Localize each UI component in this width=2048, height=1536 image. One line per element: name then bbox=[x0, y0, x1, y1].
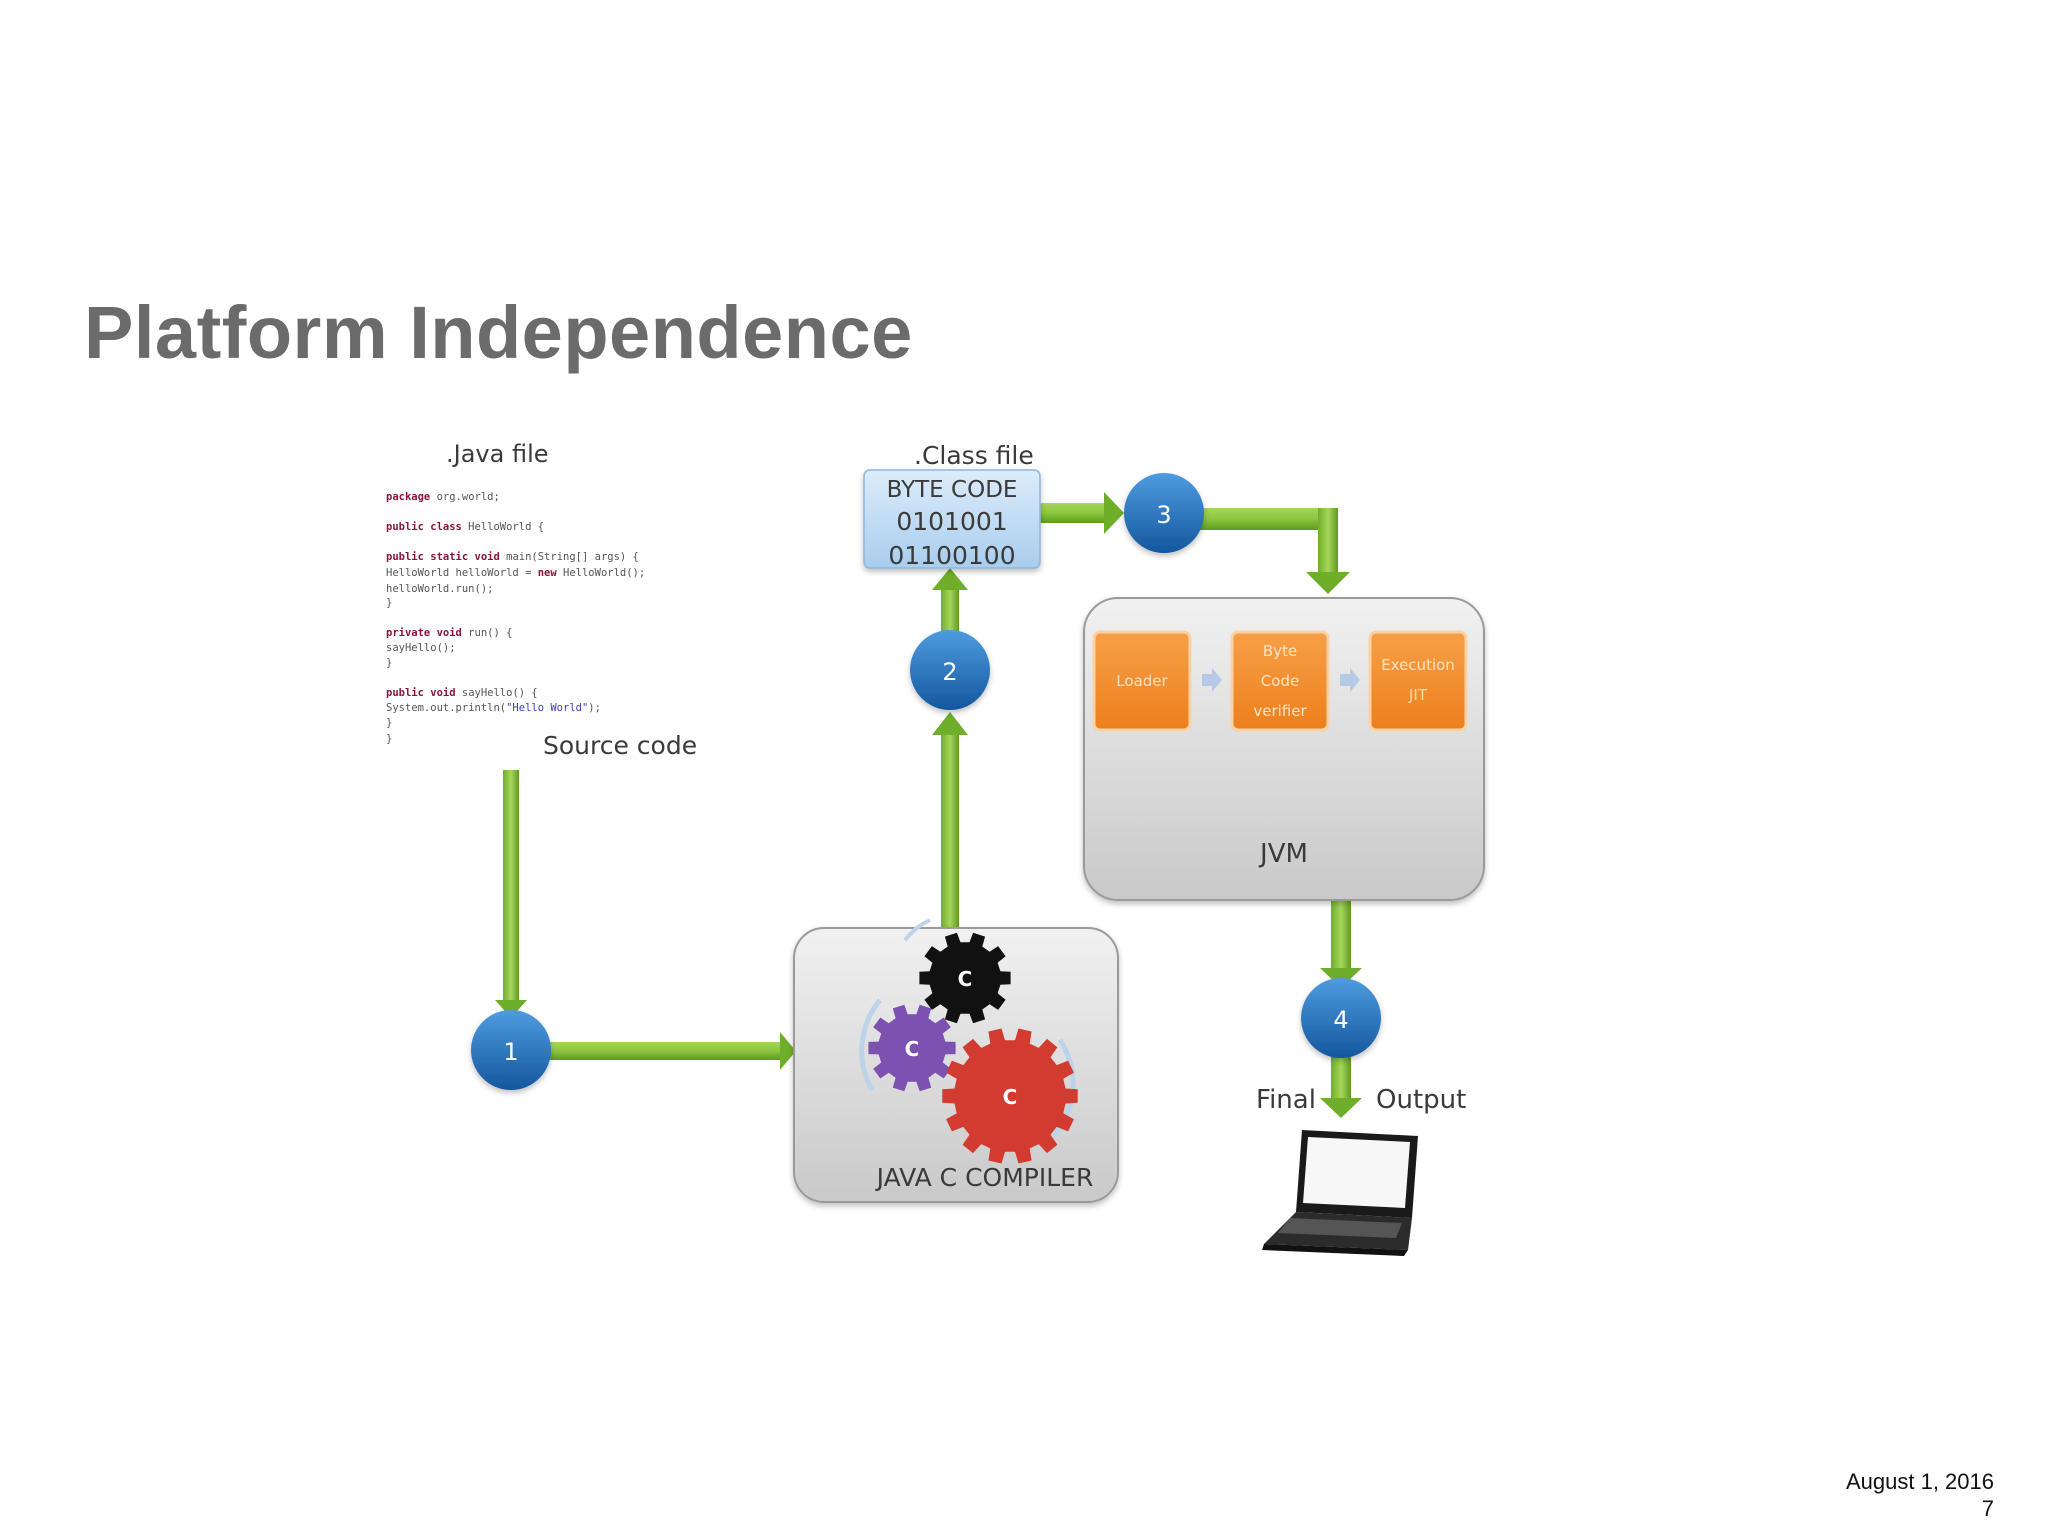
compiler-panel: C C C JAVA C COMPILER bbox=[793, 918, 1119, 1203]
footer-date: August 1, 2016 bbox=[1845, 1469, 1994, 1494]
laptop-icon bbox=[1262, 1130, 1418, 1256]
code-line: private void run() { bbox=[386, 627, 512, 639]
code-line: System.out.println("Hello World"); bbox=[386, 702, 601, 714]
output-right-label: Output bbox=[1376, 1085, 1466, 1115]
gear-red-shape bbox=[942, 1028, 1078, 1164]
gear-purple-icon bbox=[868, 1004, 956, 1092]
arrow-bytecode-to-step3 bbox=[1040, 492, 1124, 534]
step-2-circle: 2 bbox=[910, 630, 990, 710]
footer: August 1, 2016 7 bbox=[1846, 1468, 1994, 1522]
gear-black-shape bbox=[919, 932, 1011, 1024]
step-2-number: 2 bbox=[942, 658, 957, 686]
arrow-source-to-step1 bbox=[495, 770, 527, 1018]
jvm-loader-label: Loader bbox=[1116, 672, 1168, 690]
arrow-jvm-to-step4 bbox=[1320, 896, 1362, 988]
jvm-loader-box: Loader bbox=[1092, 630, 1192, 732]
code-line: public static void main(String[] args) { bbox=[386, 551, 639, 563]
code-line: sayHello(); bbox=[386, 642, 456, 654]
arrow-step2-to-bytecode bbox=[932, 568, 968, 632]
arrow-step3-to-jvm bbox=[1200, 508, 1350, 594]
class-file-label: .Class file bbox=[914, 441, 1034, 470]
gear-red-letter: C bbox=[1003, 1085, 1018, 1109]
jvm-verifier-line-2: Code bbox=[1261, 672, 1299, 690]
arrow-step1-to-compiler bbox=[540, 1032, 796, 1070]
jvm-execution-box: Execution JIT bbox=[1368, 630, 1468, 732]
code-line: public void sayHello() { bbox=[386, 687, 538, 699]
source-code-block: package org.world; public class HelloWorl… bbox=[386, 491, 645, 745]
bytecode-line-2: 01100100 bbox=[888, 541, 1015, 570]
source-code-label: Source code bbox=[543, 731, 697, 760]
footer-page-number: 7 bbox=[1981, 1496, 1994, 1521]
code-line: public class HelloWorld { bbox=[386, 521, 544, 533]
step-4-circle: 4 bbox=[1301, 978, 1381, 1058]
jvm-verifier-line-3: verifier bbox=[1253, 702, 1307, 720]
step-3-number: 3 bbox=[1156, 501, 1171, 529]
code-line: package org.world; bbox=[386, 491, 500, 503]
code-line: } bbox=[386, 597, 392, 609]
arrow-step4-to-laptop bbox=[1320, 1052, 1362, 1118]
bytecode-title: BYTE CODE bbox=[887, 477, 1018, 503]
code-line: } bbox=[386, 657, 392, 669]
bytecode-box: BYTE CODE 0101001 01100100 bbox=[863, 469, 1041, 570]
slide-title: Platform Independence bbox=[84, 291, 913, 374]
step-4-number: 4 bbox=[1333, 1006, 1348, 1034]
jvm-verifier-line-1: Byte bbox=[1263, 642, 1297, 660]
step-1-number: 1 bbox=[503, 1038, 518, 1066]
java-file-label: .Java file bbox=[446, 440, 549, 468]
gear-purple-letter: C bbox=[905, 1037, 920, 1061]
jvm-verifier-box: Byte Code verifier bbox=[1230, 630, 1330, 732]
step-1-circle: 1 bbox=[471, 1010, 551, 1090]
bytecode-line-1: 0101001 bbox=[896, 507, 1007, 536]
gear-black-letter: C bbox=[958, 967, 973, 991]
arrow-compiler-to-step2 bbox=[932, 712, 968, 930]
code-line: HelloWorld helloWorld = new HelloWorld()… bbox=[386, 567, 645, 579]
gear-black-icon bbox=[919, 932, 1011, 1024]
code-line: helloWorld.run(); bbox=[386, 583, 493, 595]
jvm-execution-line-1: Execution bbox=[1381, 656, 1455, 674]
compiler-label: JAVA C COMPILER bbox=[875, 1163, 1094, 1192]
jvm-execution-line-2: JIT bbox=[1408, 686, 1428, 704]
code-line: } bbox=[386, 717, 392, 729]
jvm-panel: Loader Byte Code verifier Execution JIT … bbox=[1083, 597, 1485, 901]
gear-red-icon bbox=[942, 1028, 1078, 1164]
output-left-label: Final bbox=[1256, 1085, 1316, 1115]
code-line: } bbox=[386, 733, 392, 745]
jvm-label: JVM bbox=[1258, 839, 1308, 869]
step-3-circle: 3 bbox=[1124, 473, 1204, 553]
gear-purple-shape bbox=[868, 1004, 956, 1092]
